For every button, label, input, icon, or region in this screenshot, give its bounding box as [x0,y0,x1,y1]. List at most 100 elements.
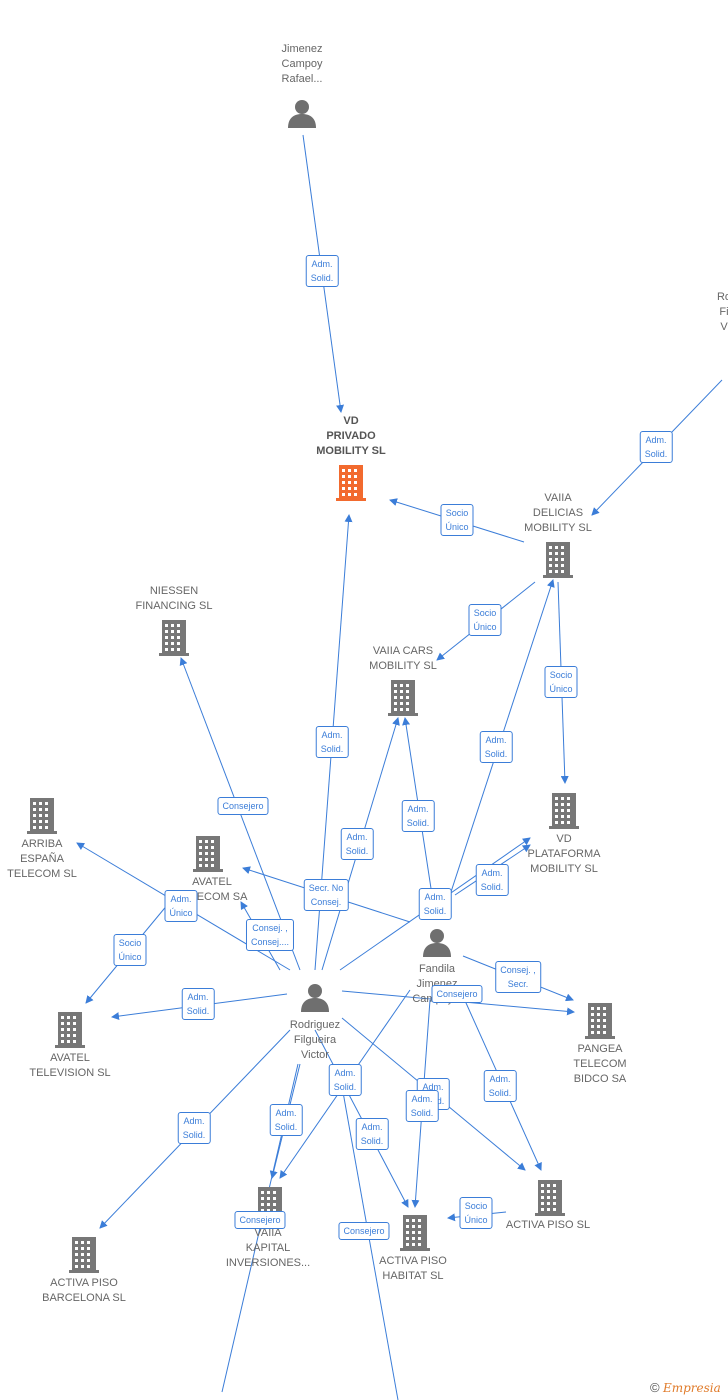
node-label-line: ACTIVA PISO SL [505,1219,591,1231]
edge-label-e14[interactable]: Adm.Único [164,890,198,922]
edge-label-line: Adm. [407,804,429,814]
edge-label-e23[interactable]: Adm.Solid. [405,1090,439,1122]
edge-label-line: Adm. [489,1074,511,1084]
edge-label-line: Único [473,622,497,632]
edge-label-e24[interactable]: Adm.Solid. [177,1112,211,1144]
person-icon[interactable] [287,98,317,133]
edge-label-line: Consejero [239,1215,281,1225]
edge-label-line: Adm. [311,259,333,269]
node-label-line: MOBILITY SL [316,445,386,457]
node-label-line: VAIIA CARS [372,645,434,657]
node-label-line: PANGEA [577,1043,623,1055]
building-icon[interactable] [27,798,57,839]
edge-label-e26[interactable]: Adm. Solid. [269,1104,303,1136]
person-icon[interactable] [300,982,330,1017]
edge-label-e20[interactable]: Adm.Solid. [483,1070,517,1102]
node-label-line: FINANCING SL [135,600,213,612]
edge-label-line: Consejero [436,989,478,999]
edge-label-line: Único [464,1215,488,1225]
main-company-building-icon[interactable] [336,465,366,506]
building-icon[interactable] [69,1237,99,1278]
building-icon[interactable] [543,542,573,583]
edge-label-e27[interactable]: Consejero [234,1211,286,1229]
edge-label-e18[interactable]: Consej. ,Secr. [495,961,541,993]
edge-label-e1[interactable]: Adm. Solid. [305,255,339,287]
building-icon[interactable] [549,793,579,834]
edge-label-e22[interactable]: Adm.Solid. [355,1118,389,1150]
node-label-line: VD [556,833,572,845]
building-icon[interactable] [55,1012,85,1053]
edge-label-line: Socio [118,938,142,948]
building-icon[interactable] [193,836,223,877]
edge-label-line: Adm. [187,992,209,1002]
edge-label-e19[interactable]: Consejero [431,985,483,1003]
node-label-niessen[interactable]: NIESSEN FINANCING SL [135,584,212,614]
edge-label-line: Solid. [182,1130,206,1140]
edge-label-e28[interactable]: Consejero [338,1222,390,1240]
building-icon[interactable] [400,1215,430,1256]
node-label-line: TELEVISION SL [29,1067,111,1079]
edge-label-line: Consej. , [252,923,288,933]
edge-label-line: Adm. [275,1108,297,1118]
edge-label-line: Adm. [361,1122,383,1132]
person-icon[interactable] [422,927,452,962]
edge-label-line: Adm. [346,832,368,842]
edge-label-e9[interactable]: Adm.Solid. [340,828,374,860]
edge-label-e8[interactable]: Consejero [217,797,269,815]
edge-label-line: Solid. [406,818,430,828]
building-icon[interactable] [159,620,189,661]
edge-label-line: Socio [445,508,469,518]
edge-label-line: Socio [473,608,497,618]
node-label-line: Campoy [281,58,323,70]
edge-label-e17[interactable]: Adm.Solid. [181,988,215,1020]
brand-logo[interactable]: Empresia [662,1381,721,1395]
edge-label-e15[interactable]: Consej. ,Consej.... [245,919,295,951]
edge-label-line: Solid. [480,882,504,892]
edge-label-line: Secr. No [308,883,344,893]
edge-label-e7[interactable]: Adm.Solid. [479,731,513,763]
node-label-line: INVERSIONES... [225,1257,311,1269]
edge-label-e2[interactable]: Adm.Solid. [639,431,673,463]
edge-label-e10[interactable]: Adm. Solid. [401,800,435,832]
node-label-line: BARCELONA SL [42,1292,126,1304]
edge-label-line: Adm. [424,892,446,902]
edge-label-e6[interactable]: Adm.Solid. [315,726,349,758]
node-label-activa-piso[interactable]: ACTIVA PISO SL [506,1218,590,1233]
node-label-line: NIESSEN [149,585,199,597]
building-icon[interactable] [388,680,418,721]
edge-label-line: Solid. [274,1122,298,1132]
edges-layer [76,134,723,1400]
node-label-line: MOBILITY SL [524,522,592,534]
node-label-line: ESPAÑA [20,853,64,865]
edge-label-line: Solid. [310,273,334,283]
building-icon[interactable] [535,1180,565,1221]
edge-label-line: Adm. [170,894,192,904]
node-label-line: Rafael... [281,73,323,85]
edge-label-e11[interactable]: Adm.Solid. [475,864,509,896]
node-label-line: MOBILITY SL [530,863,598,875]
edge-label-e12[interactable]: Adm. Solid. [418,888,452,920]
node-label-line: Ro [716,291,728,303]
edge-label-e25[interactable]: Adm.Solid. [328,1064,362,1096]
building-icon[interactable] [585,1003,615,1044]
edge-label-line: Solid. [423,906,447,916]
